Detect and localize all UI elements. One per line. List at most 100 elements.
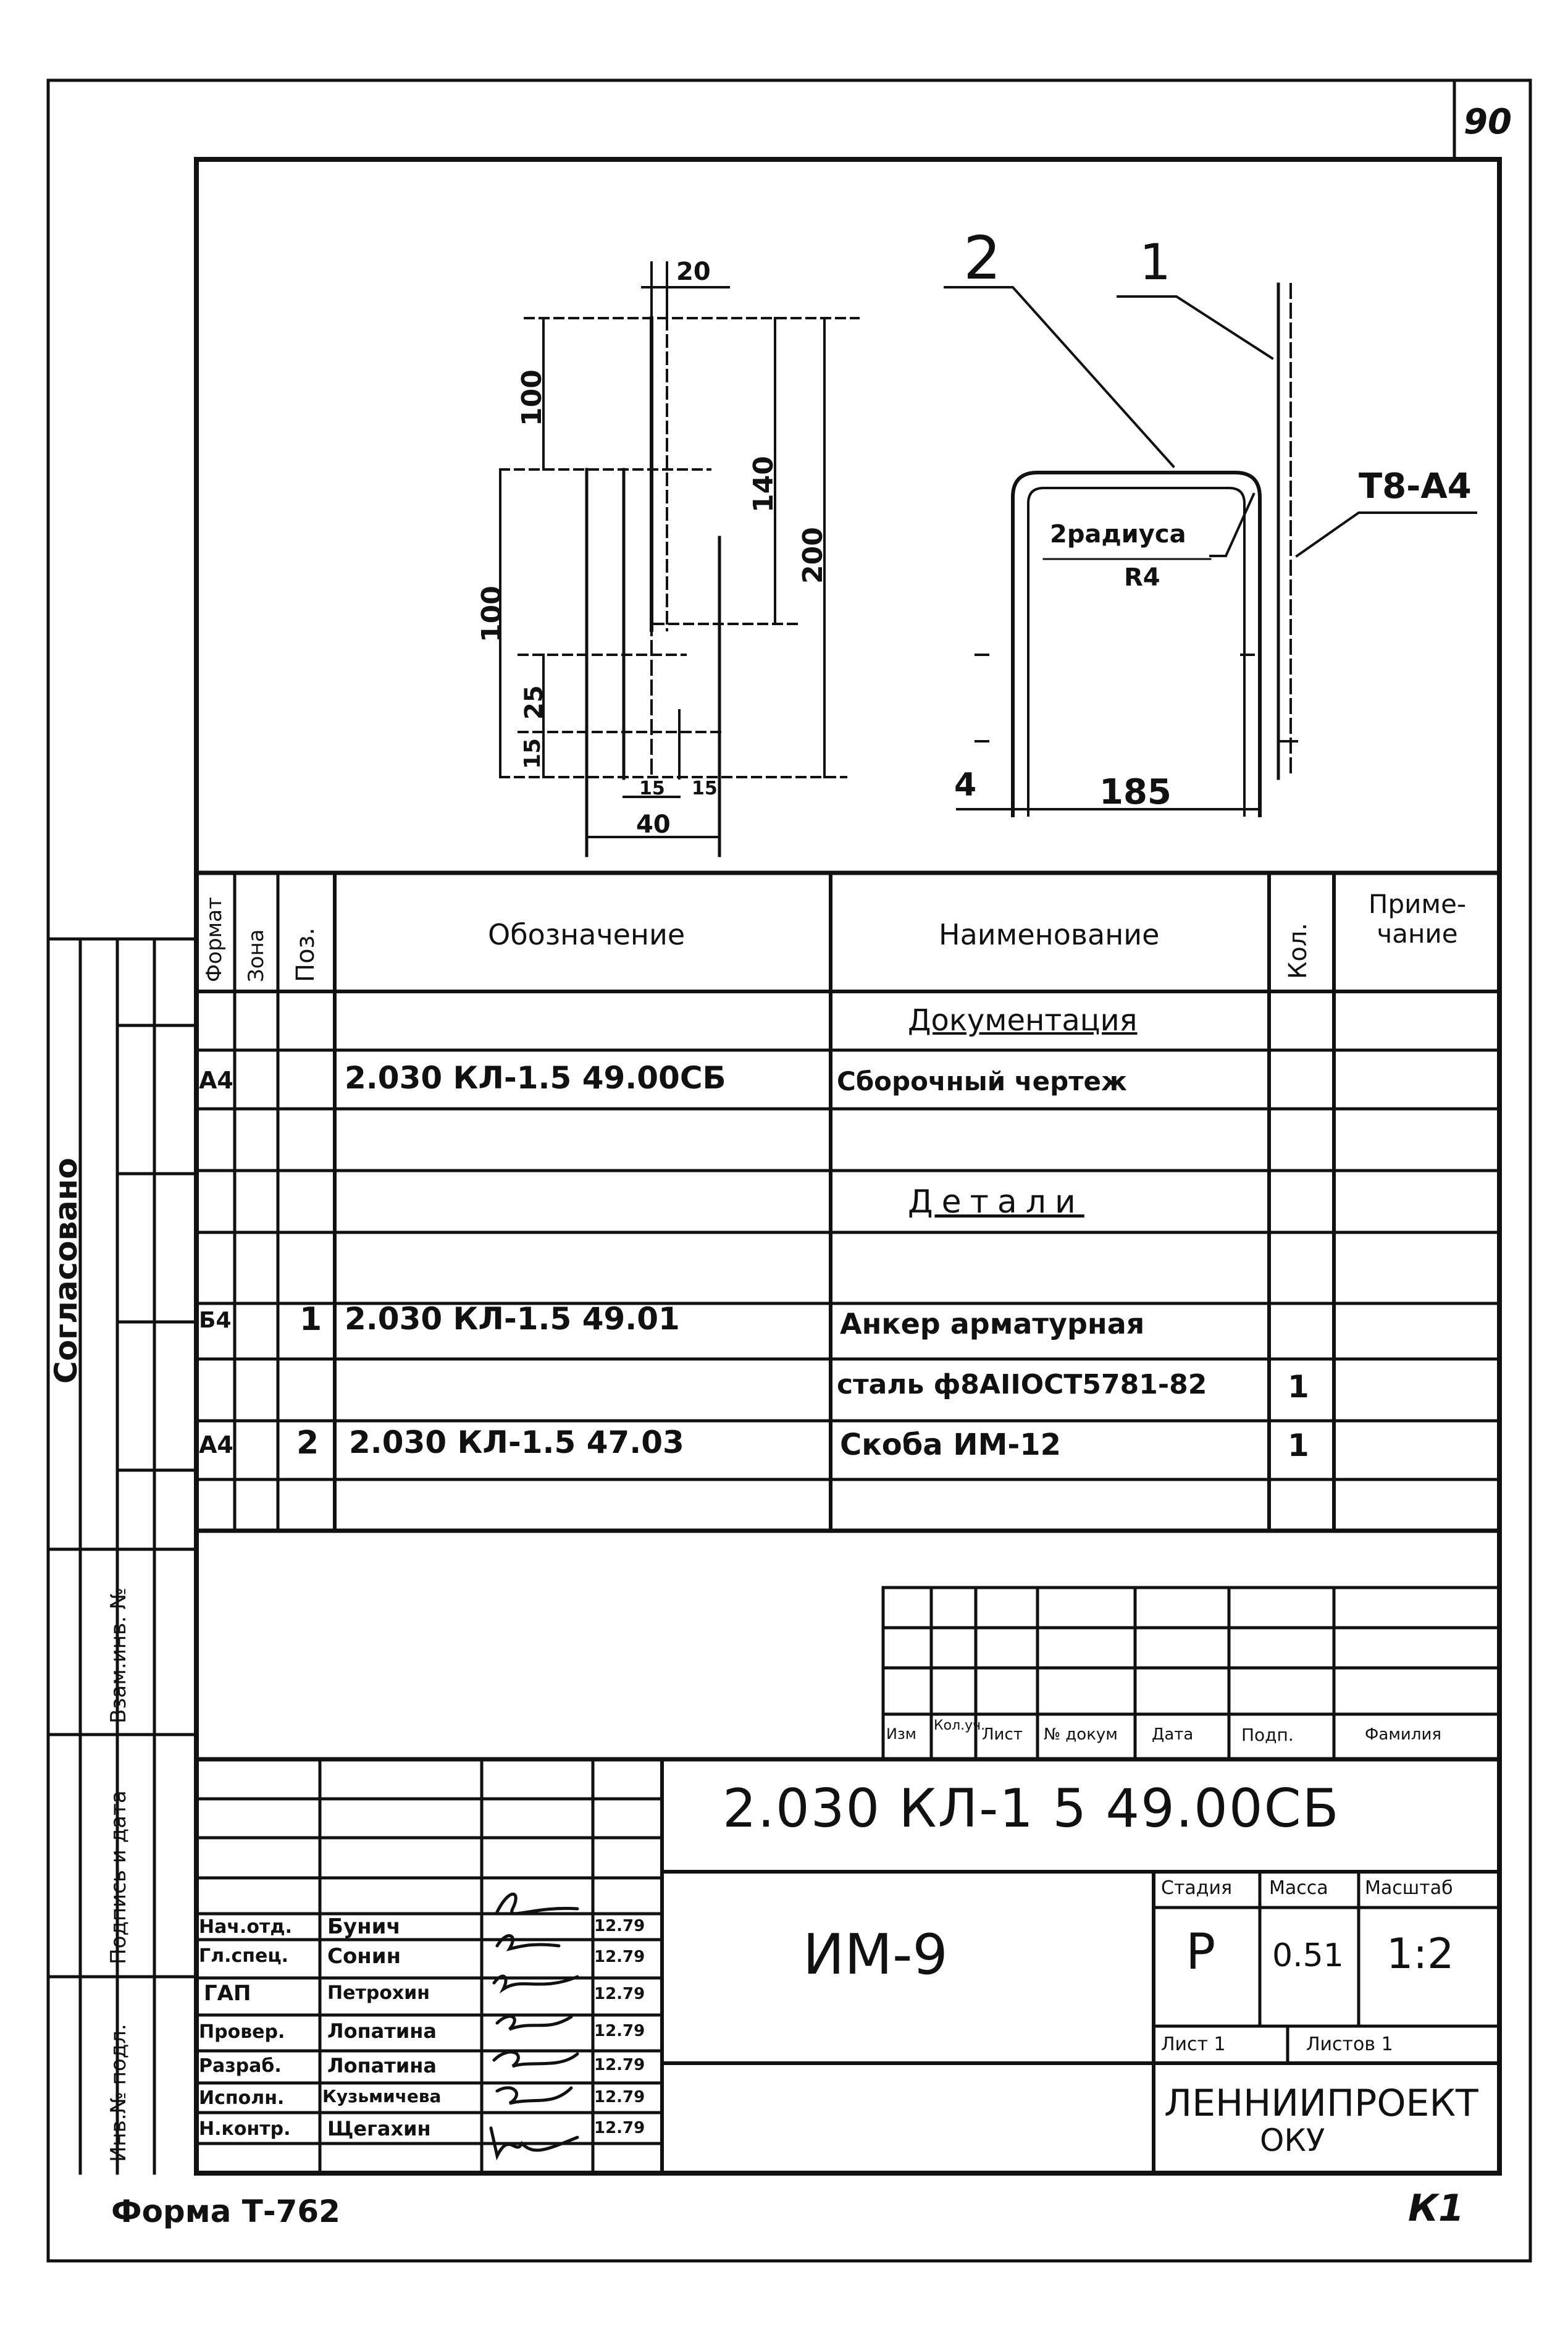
signatures xyxy=(489,1892,579,2161)
mass-label: Масса xyxy=(1269,1877,1328,1899)
scale-label: Масштаб xyxy=(1365,1877,1453,1899)
dim-185: 185 xyxy=(1099,772,1172,812)
row-name: Сборочный чертеж xyxy=(837,1066,1127,1096)
dim-140: 140 xyxy=(748,456,779,513)
bend-note-line1: 2радиуса xyxy=(1050,520,1186,549)
staff-date: 12.79 xyxy=(594,1917,645,1935)
dim-40: 40 xyxy=(636,810,671,839)
rebar-label: Т8-А4 xyxy=(1359,466,1472,507)
row-format: Б4 xyxy=(199,1308,232,1333)
header-qty: Кол. xyxy=(1284,922,1312,979)
margin-replace-inv: Взам.инв. № xyxy=(106,1587,131,1723)
staff-name: Щегахин xyxy=(327,2117,431,2140)
staff-name: Лопатина xyxy=(327,2019,437,2043)
row-heading-details: Детали xyxy=(908,1184,1084,1221)
signature-4 xyxy=(495,2014,573,2031)
org-name-line1: ЛЕННИИПРОЕКТ xyxy=(1164,2082,1478,2125)
staff-name: Петрохин xyxy=(327,1982,430,2004)
change-table-grid xyxy=(881,1586,1501,1761)
row-format: А4 xyxy=(199,1431,233,1458)
change-header: Подп. xyxy=(1241,1725,1294,1745)
staff-role: ГАП xyxy=(204,1981,251,2006)
margin-agreed: Согласовано xyxy=(48,1158,84,1384)
header-pos: Поз. xyxy=(291,927,320,982)
signature-7 xyxy=(489,2126,579,2161)
title-block-grid xyxy=(194,1757,1502,2175)
dim-200: 200 xyxy=(797,527,829,584)
scale-value: 1:2 xyxy=(1386,1930,1454,1979)
sheet-number: 90 xyxy=(1464,102,1512,142)
signature-5 xyxy=(492,2050,579,2068)
staff-name: Кузьмичева xyxy=(322,2086,442,2106)
header-note: Приме-чание xyxy=(1368,889,1467,949)
form-label: Форма Т-762 xyxy=(111,2194,340,2229)
anchor-drawing xyxy=(499,261,860,857)
row-format: А4 xyxy=(199,1067,233,1094)
sheets-label: Листов 1 xyxy=(1306,2034,1393,2055)
staff-date: 12.79 xyxy=(594,1948,645,1966)
staff-role: Гл.спец. xyxy=(199,1945,288,1967)
dim-100-bottom: 100 xyxy=(476,586,508,642)
stage-label: Стадия xyxy=(1161,1877,1233,1899)
staff-date: 12.79 xyxy=(594,2022,645,2040)
dim-20: 20 xyxy=(676,258,711,286)
corner-mark: К1 xyxy=(1408,2187,1464,2230)
change-header: № докум xyxy=(1044,1725,1118,1744)
change-header: Изм xyxy=(886,1725,916,1743)
staff-date: 12.79 xyxy=(594,2056,645,2074)
row-qty: 1 xyxy=(1288,1369,1309,1405)
stage-value: Р xyxy=(1186,1923,1216,1980)
change-header: Дата xyxy=(1152,1725,1194,1744)
signature-1 xyxy=(495,1892,579,1916)
change-header: Лист xyxy=(982,1725,1023,1744)
row-pos: 2 xyxy=(296,1424,319,1462)
row-pos: 1 xyxy=(300,1301,322,1338)
staff-role: Исполн. xyxy=(199,2087,285,2109)
dim-100-top: 100 xyxy=(516,369,548,426)
row-name: сталь ф8АIIОСТ5781-82 xyxy=(837,1369,1207,1400)
header-name: Наименование xyxy=(939,918,1160,951)
row-name: Анкер арматурная xyxy=(840,1307,1145,1340)
dim-15-a: 15 xyxy=(639,778,665,799)
dim-4: 4 xyxy=(954,767,977,804)
bend-note-line2: R4 xyxy=(1124,563,1160,592)
staff-date: 12.79 xyxy=(594,2088,645,2106)
staff-date: 12.79 xyxy=(594,2119,645,2137)
change-header: Фамилия xyxy=(1365,1725,1441,1744)
staff-role: Н.контр. xyxy=(199,2118,291,2140)
staff-role: Разраб. xyxy=(199,2055,282,2077)
org-name-line2: ОКУ xyxy=(1260,2123,1325,2158)
signature-2 xyxy=(495,1934,561,1951)
dim-15-b: 15 xyxy=(692,778,718,799)
margin-inv-orig: Инв.№ подл. xyxy=(106,2024,131,2162)
left-margin-grid xyxy=(46,937,198,2175)
drawing-code: 2.030 КЛ-1 5 49.00СБ xyxy=(723,1778,1340,1840)
staff-name: Лопатина xyxy=(327,2054,437,2077)
outer-frame xyxy=(46,78,1532,2263)
row-heading-documentation: Документация xyxy=(908,1003,1138,1038)
dim-25: 25 xyxy=(520,685,548,720)
inner-frame xyxy=(194,157,1502,2176)
part-label-1: 1 xyxy=(1139,233,1171,291)
spec-table-grid xyxy=(194,870,1502,1533)
header-format: Формат xyxy=(202,897,227,982)
dim-15-vert: 15 xyxy=(520,738,545,769)
signature-3 xyxy=(492,1974,579,1994)
staff-name: Сонин xyxy=(327,1944,401,1969)
signature-6 xyxy=(495,2086,573,2105)
row-designation: 2.030 КЛ-1.5 49.00СБ xyxy=(345,1060,726,1096)
staff-role: Нач.отд. xyxy=(199,1916,292,1938)
row-designation: 2.030 КЛ-1.5 49.01 xyxy=(345,1301,680,1337)
row-qty: 1 xyxy=(1288,1428,1309,1463)
mass-value: 0.51 xyxy=(1272,1937,1344,1974)
drawing-name: ИМ-9 xyxy=(803,1922,948,1987)
bracket-drawing xyxy=(944,282,1477,817)
row-name: Скоба ИМ-12 xyxy=(840,1428,1062,1462)
staff-role: Провер. xyxy=(199,2021,285,2043)
sheet-label: Лист 1 xyxy=(1161,2034,1226,2055)
header-designation: Обозначение xyxy=(488,918,685,951)
staff-name: Бунич xyxy=(327,1914,401,1939)
staff-date: 12.79 xyxy=(594,1985,645,2003)
margin-sign-date: Подпись и дата xyxy=(106,1790,131,1964)
